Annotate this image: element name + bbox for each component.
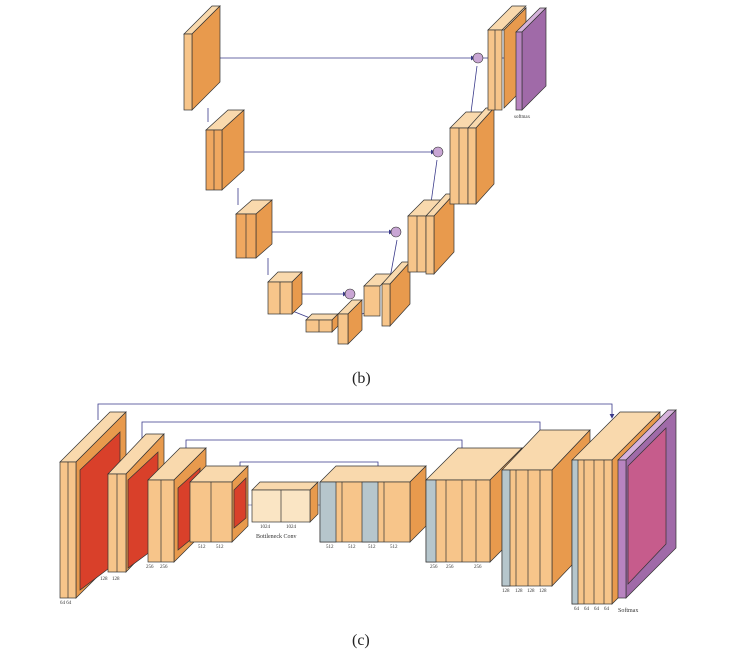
enc-b-3 bbox=[235, 199, 273, 259]
enc-label-5: 512 bbox=[198, 545, 206, 550]
dec-b-1 bbox=[337, 299, 363, 345]
enc-c-4 bbox=[189, 465, 249, 543]
enc-label-0: 64 64 bbox=[60, 601, 72, 606]
enc-b-2 bbox=[205, 109, 245, 191]
dec-c-2 bbox=[425, 447, 523, 563]
dec-label-11: 64 bbox=[574, 607, 580, 612]
softmax-label-b: softmax bbox=[514, 115, 531, 120]
dec-label-6: 256 bbox=[474, 565, 482, 570]
softmax-c bbox=[617, 409, 677, 599]
encoder-c bbox=[59, 411, 319, 599]
dec-label-14: 64 bbox=[604, 607, 610, 612]
caption-c: (c) bbox=[352, 632, 370, 649]
bottleneck-label-0: 1024 bbox=[260, 525, 271, 530]
bottleneck-c bbox=[251, 481, 319, 523]
dec-c-1 bbox=[319, 465, 427, 543]
dec-label-4: 256 bbox=[430, 565, 438, 570]
dec-label-9: 128 bbox=[527, 589, 535, 594]
dec-label-7: 128 bbox=[502, 589, 510, 594]
dec-label-8: 128 bbox=[515, 589, 523, 594]
enc-label-6: 512 bbox=[216, 545, 224, 550]
dec-label-2: 512 bbox=[368, 545, 376, 550]
bottleneck-label-1: 1024 bbox=[286, 525, 297, 530]
diagram-b: softmax bbox=[183, 5, 547, 345]
encoder-b bbox=[183, 5, 339, 333]
decoder-b bbox=[337, 5, 547, 345]
caption-b: (b) bbox=[352, 370, 371, 387]
dec-label-3: 512 bbox=[390, 545, 398, 550]
dec-label-5: 256 bbox=[446, 565, 454, 570]
bottleneck-caption: Bottleneck Conv bbox=[256, 534, 297, 540]
softmax-label-c: Softmax bbox=[618, 607, 638, 614]
dec-label-1: 512 bbox=[348, 545, 356, 550]
enc-b-4 bbox=[267, 271, 303, 315]
enc-label-4: 256 bbox=[160, 565, 168, 570]
dec-label-12: 64 bbox=[584, 607, 590, 612]
enc-b-1 bbox=[183, 5, 221, 111]
dec-label-10: 128 bbox=[539, 589, 547, 594]
bottleneck-b bbox=[305, 313, 339, 333]
concat-nodes-b bbox=[344, 52, 484, 300]
softmax-b bbox=[515, 7, 547, 111]
dec-b-3 bbox=[407, 193, 455, 275]
dec-b-2 bbox=[363, 261, 411, 327]
enc-label-2: 128 bbox=[112, 577, 120, 582]
enc-label-1: 128 bbox=[100, 577, 108, 582]
diagram-c: 64 64 128 128 256 256 512 512 1024 1024 … bbox=[59, 403, 677, 614]
dec-label-0: 512 bbox=[326, 545, 334, 550]
dec-b-4 bbox=[449, 107, 495, 205]
enc-label-3: 256 bbox=[146, 565, 154, 570]
labels-c: 64 64 128 128 256 256 512 512 1024 1024 … bbox=[60, 525, 638, 614]
dec-label-13: 64 bbox=[594, 607, 600, 612]
decoder-c bbox=[319, 409, 677, 605]
